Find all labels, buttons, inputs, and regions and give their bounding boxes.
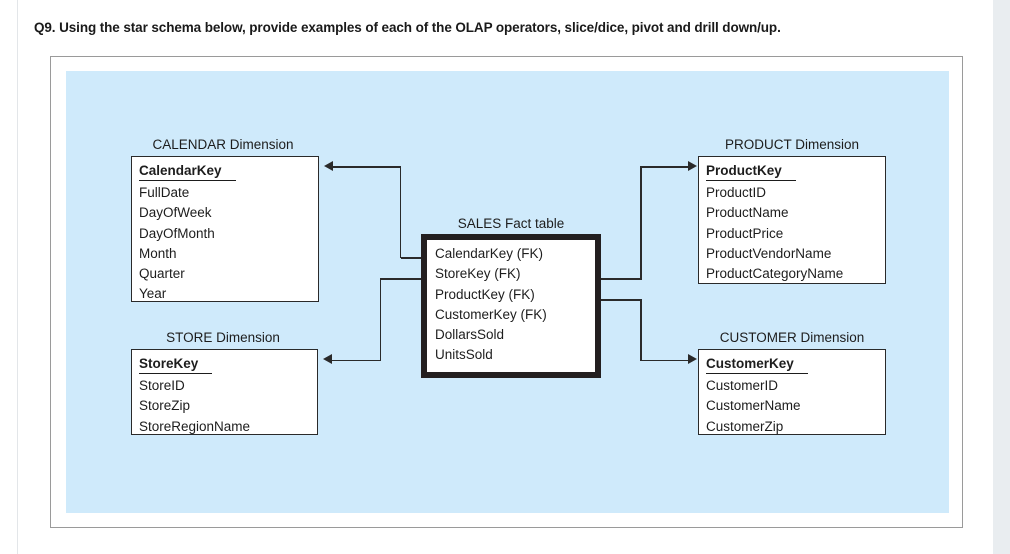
- store-field-storeregionname: StoreRegionName: [139, 418, 251, 434]
- customer-dimension-title: CUSTOMER Dimension: [719, 330, 865, 345]
- product-field-productcategoryname: ProductCategoryName: [706, 266, 844, 282]
- connector-product-h: [640, 166, 689, 168]
- connector-product-riser-v: [640, 166, 642, 279]
- vertical-scrollbar[interactable]: [993, 0, 1010, 554]
- customer-field-customerzip: CustomerZip: [706, 418, 784, 434]
- connector-store-h: [332, 359, 380, 362]
- connector-store-stub-h: [381, 278, 421, 280]
- entity-customer-dimension: CustomerKey CustomerID CustomerName Cust…: [698, 349, 886, 435]
- connector-customer-h: [640, 359, 689, 362]
- connector-calendar-h: [333, 166, 401, 168]
- store-field-storeid: StoreID: [139, 378, 185, 393]
- sales-fact-table-title: SALES Fact table: [457, 216, 565, 231]
- product-key-field: ProductKey: [706, 162, 796, 181]
- product-field-productid: ProductID: [706, 185, 767, 200]
- product-dimension-title: PRODUCT Dimension: [724, 137, 860, 152]
- fact-field-storekey: StoreKey (FK): [435, 266, 521, 282]
- connector-calendar-stub-h: [401, 257, 421, 259]
- connector-product-stub-h: [601, 278, 642, 280]
- connector-store-riser-v: [379, 278, 382, 361]
- calendar-key-field: CalendarKey: [139, 162, 236, 181]
- connector-calendar-riser-v: [399, 166, 402, 258]
- star-schema-diagram: CALENDAR Dimension CalendarKey FullDate …: [66, 71, 949, 513]
- page-gutter-line: [17, 0, 18, 554]
- customer-field-customername: CustomerName: [706, 398, 801, 414]
- calendar-field-month: Month: [139, 245, 177, 261]
- calendar-field-dayofweek: DayOfWeek: [139, 205, 212, 221]
- product-field-productvendorname: ProductVendorName: [706, 245, 832, 261]
- entity-calendar-dimension: CalendarKey FullDate DayOfWeek DayOfMont…: [131, 156, 319, 302]
- store-key-field: StoreKey: [139, 355, 213, 374]
- calendar-field-dayofmonth: DayOfMonth: [139, 225, 215, 241]
- fact-field-customerkey: CustomerKey (FK): [435, 306, 547, 322]
- fact-field-dollarssold: DollarsSold: [435, 327, 505, 343]
- arrowhead-calendar-icon: [324, 160, 333, 171]
- connector-customer-stub-h: [601, 299, 642, 301]
- store-field-storezip: StoreZip: [139, 398, 191, 414]
- store-dimension-title: STORE Dimension: [166, 330, 280, 345]
- arrowhead-product-icon: [688, 160, 697, 171]
- entity-product-dimension: ProductKey ProductID ProductName Product…: [698, 156, 886, 284]
- fact-field-productkey: ProductKey (FK): [435, 286, 535, 302]
- customer-field-customerid: CustomerID: [706, 378, 779, 393]
- fact-field-unitssold: UnitsSold: [435, 347, 493, 363]
- calendar-dimension-title: CALENDAR Dimension: [152, 137, 294, 152]
- arrowhead-store-icon: [323, 354, 332, 364]
- connector-customer-riser-v: [640, 299, 642, 360]
- figure-card: CALENDAR Dimension CalendarKey FullDate …: [50, 56, 963, 528]
- calendar-field-quarter: Quarter: [139, 266, 185, 282]
- fact-field-calendarkey: CalendarKey (FK): [435, 246, 544, 261]
- entity-sales-fact-table: CalendarKey (FK) StoreKey (FK) ProductKe…: [421, 234, 601, 378]
- calendar-field-fulldate: FullDate: [139, 185, 190, 200]
- arrowhead-customer-icon: [688, 354, 697, 364]
- product-field-productname: ProductName: [706, 205, 789, 221]
- question-prompt: Q9. Using the star schema below, provide…: [34, 20, 781, 35]
- product-field-productprice: ProductPrice: [706, 225, 784, 241]
- entity-store-dimension: StoreKey StoreID StoreZip StoreRegionNam…: [131, 349, 318, 435]
- customer-key-field: CustomerKey: [706, 355, 808, 374]
- calendar-field-year: Year: [139, 286, 167, 302]
